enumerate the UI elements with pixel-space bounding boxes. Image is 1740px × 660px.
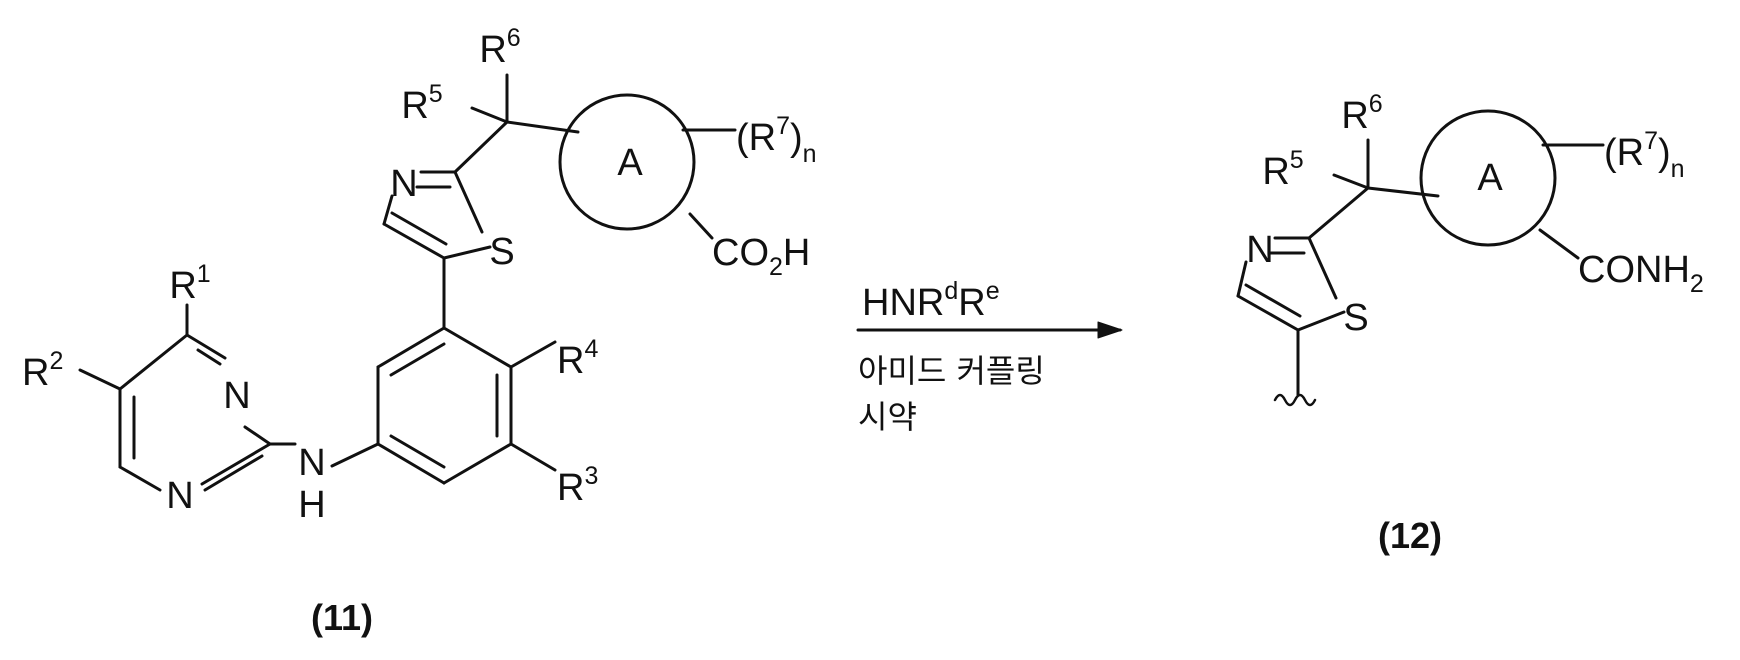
arrowhead-icon (1098, 322, 1122, 338)
reagent-label: HNRdRe (862, 277, 1000, 324)
pyrimidine-n-bottom: N (166, 475, 193, 517)
ring-a-bond-12 (1368, 188, 1438, 196)
ring-a-label-12: A (1477, 157, 1503, 199)
r5-label-12: R5 (1262, 146, 1303, 193)
amide-bond (1540, 230, 1578, 258)
thiazole-n-label-12: N (1246, 229, 1273, 271)
ring-a-label: A (617, 142, 643, 184)
r1-label: R1 (169, 260, 210, 307)
r5-label: R5 (401, 80, 442, 127)
compound-11-label: (11) (311, 597, 373, 638)
thiazole-s-label: S (489, 231, 514, 273)
wavy-bond-icon (1275, 395, 1315, 405)
r3-label: R3 (557, 462, 598, 509)
pyrimidine-n-top: N (223, 375, 250, 417)
compound-11: R1 R2 N N N H R4 R3 (22, 24, 817, 638)
r5-bond (472, 108, 507, 122)
r4-label: R4 (557, 335, 598, 382)
carboxylic-acid-label: CO2H (712, 232, 810, 281)
amide-label: CONH2 (1578, 249, 1704, 298)
condition-line-2: 시약 (858, 398, 917, 436)
r7-label: (R7)n (736, 112, 817, 168)
thiazole-n-label: N (390, 163, 417, 205)
r5-bond-12 (1334, 175, 1368, 188)
r7-label-12: (R7)n (1604, 127, 1685, 183)
nh-n-label: N (298, 442, 325, 484)
reaction-arrow: HNRdRe 아미드 커플링 시약 (858, 277, 1122, 436)
r6-label: R6 (479, 24, 520, 71)
benzene-ring (378, 258, 555, 483)
compound-12-label: (12) (1378, 515, 1442, 556)
compound-12: N S R6 R5 A (R7)n CONH2 (12) (1238, 90, 1704, 556)
r6-label-12: R6 (1341, 90, 1382, 137)
nh-h-label: H (298, 484, 325, 526)
r2-label: R2 (22, 347, 63, 394)
thiazole-s-label-12: S (1343, 297, 1368, 339)
acid-bond (690, 214, 712, 238)
condition-line-1: 아미드 커플링 (858, 352, 1045, 390)
